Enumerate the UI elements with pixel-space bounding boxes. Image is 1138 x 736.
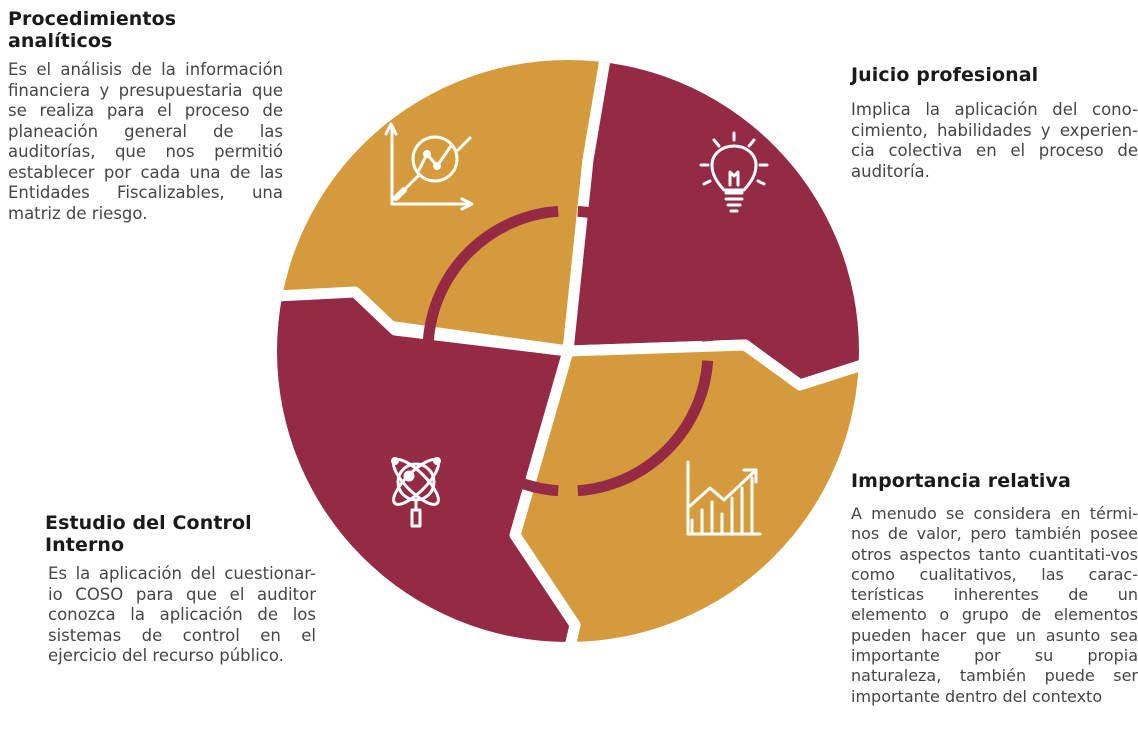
inner-ring	[422, 205, 714, 497]
procedimientos-title: Procedimientos analíticos	[8, 8, 177, 52]
atom-magnifier-icon	[391, 457, 441, 528]
segment-top-right	[562, 60, 859, 391]
juicio-title: Juicio profesional	[851, 64, 1039, 86]
importancia-text: A menudo se considera en térmi-nos de va…	[851, 504, 1138, 706]
importancia-title: Importancia relativa	[851, 470, 1071, 492]
inner-ring-arc	[577, 360, 714, 497]
segment-top-left	[277, 60, 616, 357]
control-title: Estudio del Control Interno	[45, 512, 252, 556]
estudio-control-interno-block: Estudio del Control Interno Es la aplica…	[45, 512, 316, 667]
segment-bottom-right	[509, 334, 859, 642]
lightbulb-idea-icon	[699, 131, 769, 213]
procedimientos-analiticos-block: Procedimientos analíticos Es el análisis…	[8, 8, 283, 224]
inner-ring-arc	[422, 360, 559, 497]
growth-bar-chart-icon	[686, 460, 762, 536]
segment-bottom-left	[277, 286, 581, 642]
control-text: Es la aplicación del cuestionar-io COSO …	[48, 564, 316, 665]
analytics-magnifier-chart-icon	[384, 122, 474, 211]
procedimientos-text: Es el análisis de la información financi…	[8, 60, 283, 223]
cycle-segments	[277, 60, 859, 642]
importancia-relativa-block: Importancia relativa A menudo se conside…	[851, 470, 1138, 736]
juicio-text: Implica la aplicación del cono-cimiento,…	[851, 100, 1138, 181]
inner-ring-arc	[577, 205, 714, 342]
juicio-profesional-block: Juicio profesional Implica la aplicación…	[851, 64, 1138, 182]
inner-ring-arc	[422, 205, 559, 342]
